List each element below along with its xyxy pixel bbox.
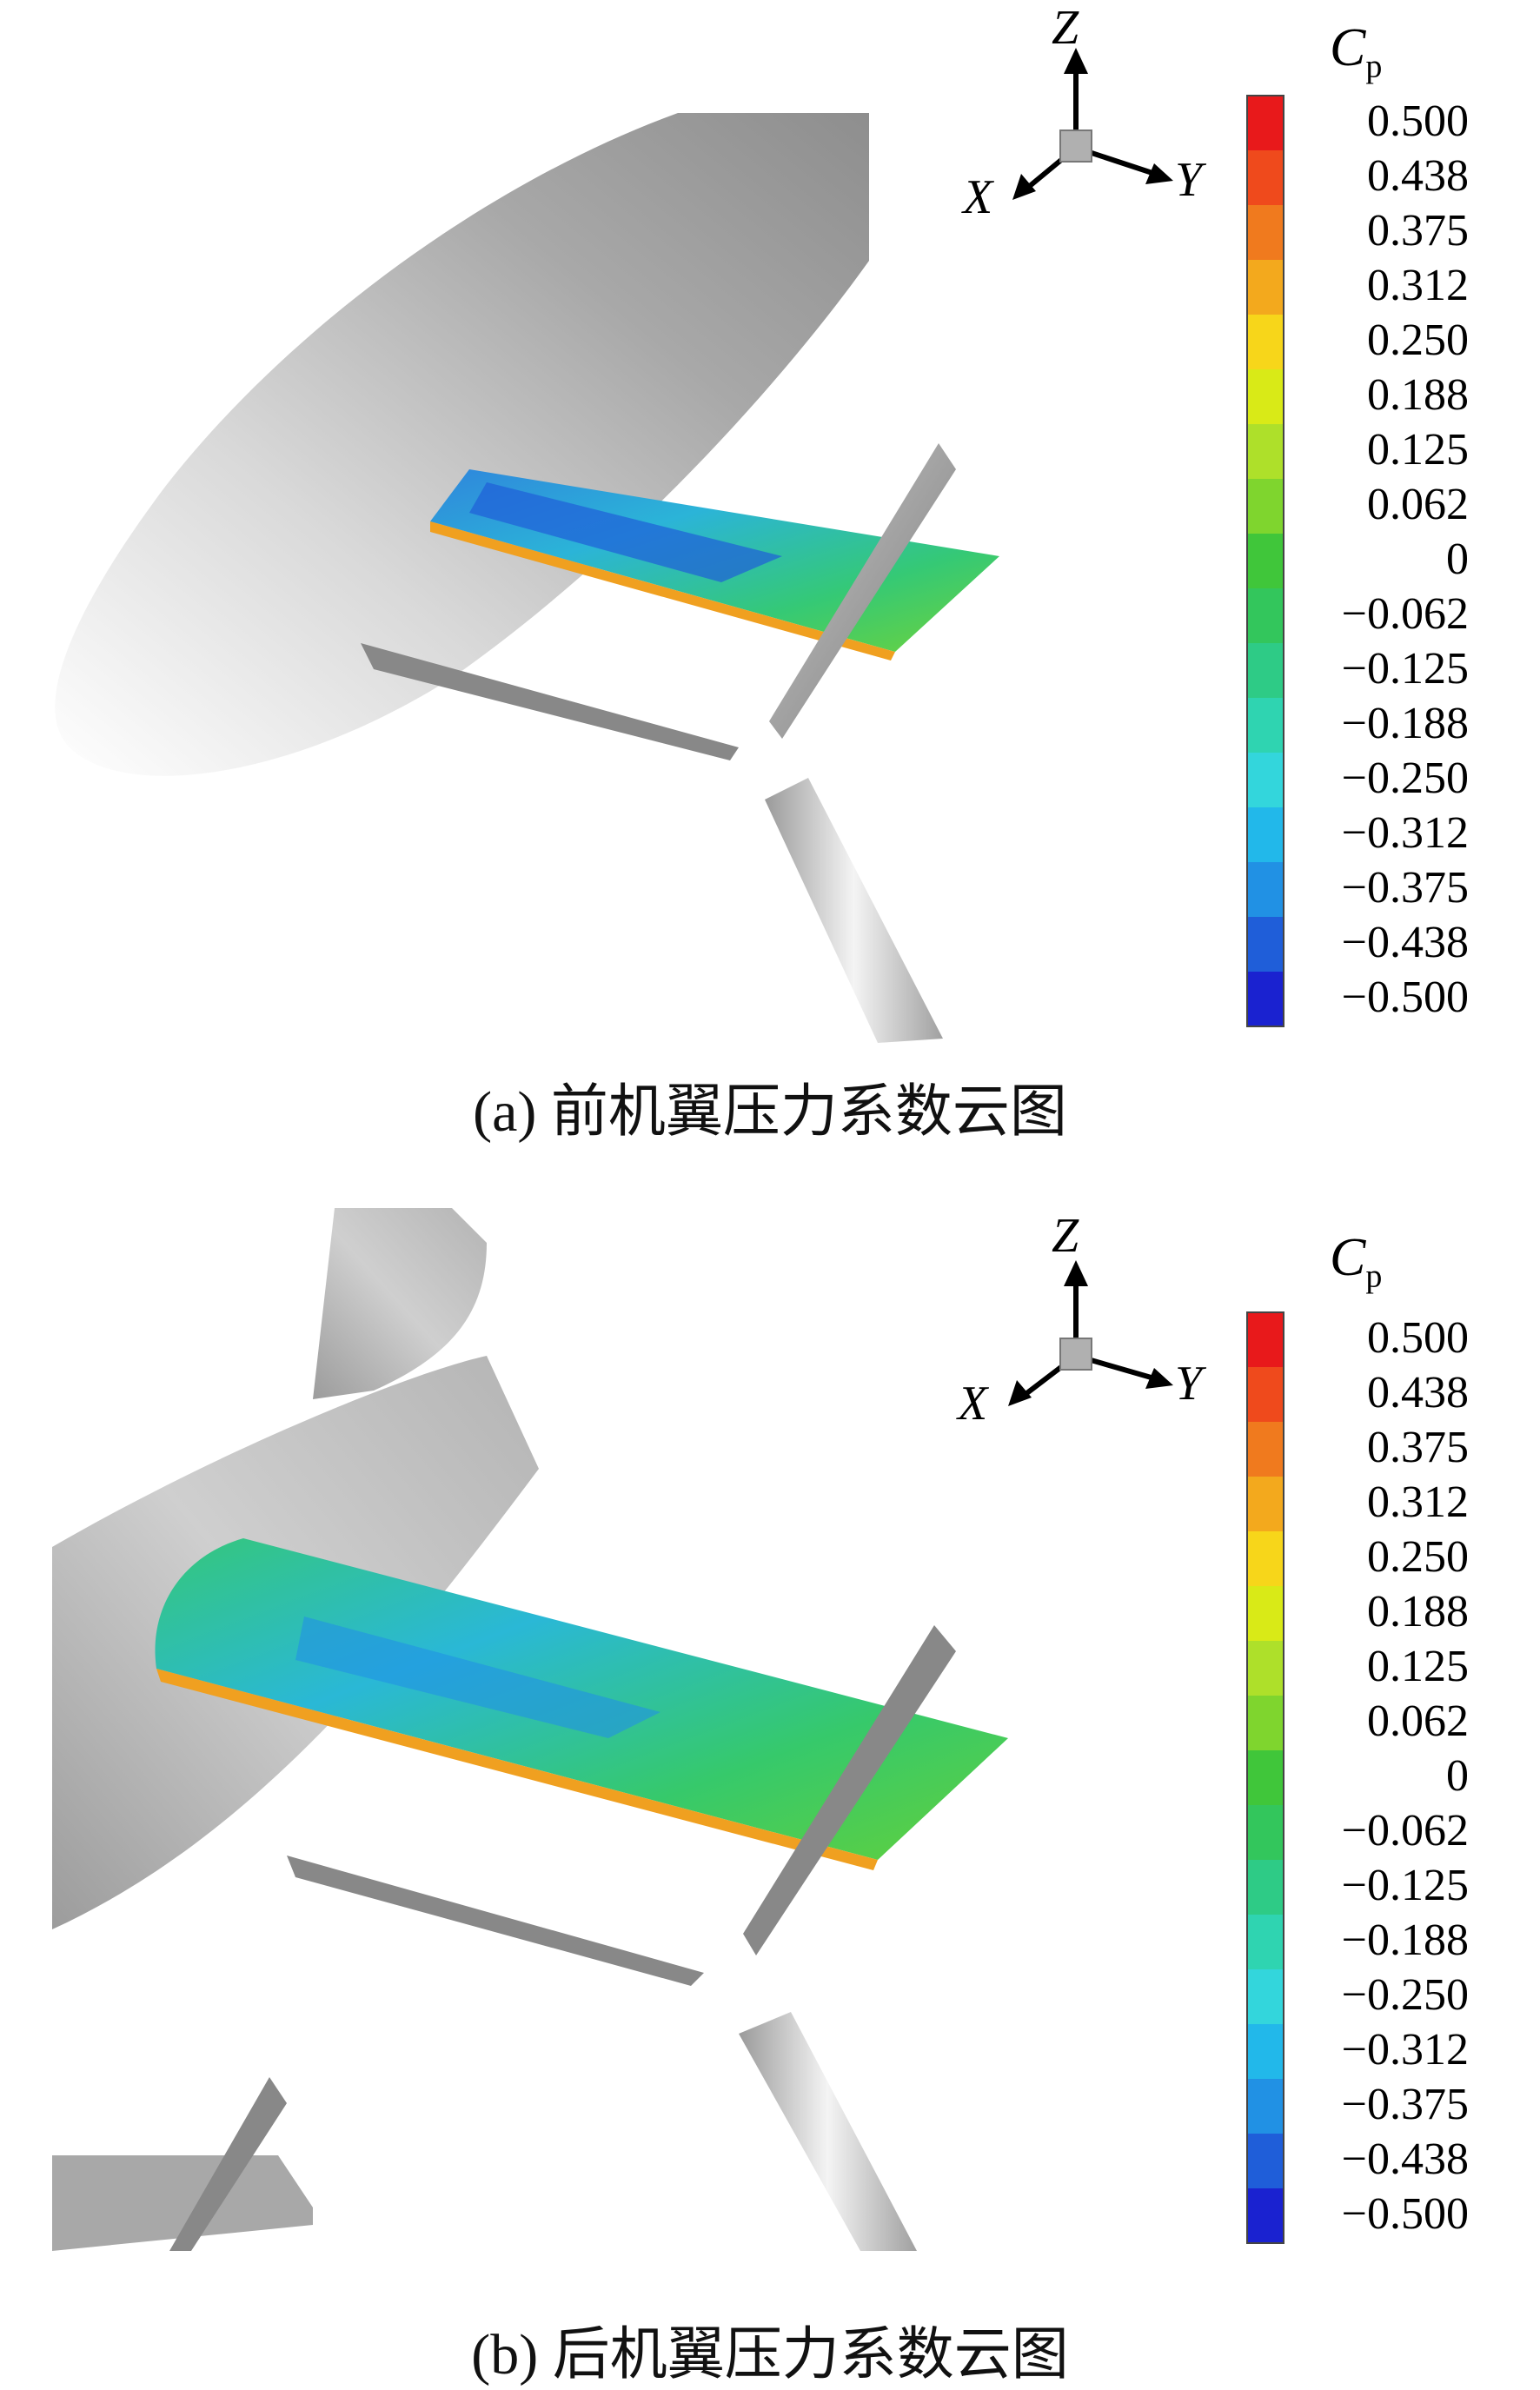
caption-b: (b) 后机翼压力系数云图: [471, 2323, 1069, 2387]
colorbar-tick-label: −0.125: [1341, 644, 1469, 694]
pressure-contour-scene-b: [52, 1208, 1008, 2251]
colorbar-tick-label: 0.125: [1367, 425, 1469, 475]
colorbar-tick-label: 0.438: [1367, 1368, 1469, 1417]
colorbar-tick-label: −0.312: [1341, 808, 1469, 858]
pressure-contour-scene-a: [55, 113, 999, 1043]
propeller-blade-upper-a: [769, 443, 956, 739]
colorbar-tick-label: 0.250: [1367, 1532, 1469, 1582]
caption-a: (a) 前机翼压力系数云图: [473, 1080, 1067, 1144]
wing-leading-edge: [430, 521, 895, 661]
colorbar-tick-label: 0.062: [1367, 480, 1469, 529]
propeller-blade-left-a: [361, 643, 739, 760]
fuselage-a: [55, 113, 870, 776]
propeller-blade-upper-b: [743, 1625, 956, 1955]
tail-fin-b: [313, 1208, 487, 1399]
colorbar-tick-label: 0.312: [1367, 261, 1469, 310]
colorbar-tick-label: −0.062: [1341, 1806, 1469, 1856]
colorbar-tick-label: 0.375: [1367, 206, 1469, 256]
axis-label-z-b: Z: [1052, 1209, 1079, 1263]
axis-label-x-b: X: [958, 1377, 988, 1431]
panel-b: Z X Y Cp (b) 后机翼压力系数云图 0.500 0.438 0.375 0.…: [0, 1208, 1540, 2389]
axis-label-z-a: Z: [1052, 1, 1079, 55]
colorbar-tick-label: 0.375: [1367, 1423, 1469, 1472]
colorbar-tick-label: −0.500: [1341, 973, 1469, 1022]
axis-label-x-a: X: [963, 170, 993, 224]
colorbar-tick-label: −0.500: [1341, 2189, 1469, 2239]
colorbar-tick-label: 0: [1446, 1751, 1469, 1801]
colorbar-tick-label: −0.375: [1341, 2080, 1469, 2129]
colorbar-tick-label: −0.188: [1341, 1915, 1469, 1965]
axis-label-y-b: Y: [1175, 1357, 1203, 1411]
axis-label-y-a: Y: [1175, 153, 1203, 207]
tail-blade-b: [169, 2077, 287, 2251]
colorbar-tick-label: −0.062: [1341, 589, 1469, 639]
colorbar-tick-label: 0.500: [1367, 96, 1469, 146]
colorbar-tick-label: −0.188: [1341, 699, 1469, 748]
colorbar-tick-label: 0.188: [1367, 1587, 1469, 1636]
wing-leading-edge-b: [156, 1669, 878, 1870]
colorbar-tick-label: −0.250: [1341, 754, 1469, 803]
colorbar-tick-label: 0.438: [1367, 151, 1469, 201]
wing-low-pressure-region-b: [295, 1617, 660, 1738]
wing-low-pressure-region: [469, 482, 782, 582]
propeller-blade-left-b: [287, 1856, 704, 1986]
colorbar-tick-label: 0.062: [1367, 1696, 1469, 1746]
colorbar-tick-label: −0.438: [1341, 2134, 1469, 2184]
support-rod-b: [739, 2012, 917, 2251]
colorbar-tick-label: 0.125: [1367, 1642, 1469, 1691]
colorbar-tick-label: 0.312: [1367, 1477, 1469, 1527]
colorbar-tick-label: −0.375: [1341, 863, 1469, 913]
colorbar-tick-label: −0.438: [1341, 918, 1469, 967]
colorbar-tick-label: 0.250: [1367, 315, 1469, 365]
colorbar-tick-label: 0.500: [1367, 1313, 1469, 1363]
colorbar-title-a: Cp: [1330, 18, 1383, 85]
colorbar-tick-label: 0: [1446, 534, 1469, 584]
support-rod-a: [765, 778, 943, 1043]
colorbar-tick-label: 0.188: [1367, 370, 1469, 420]
colorbar-tick-label: −0.312: [1341, 2025, 1469, 2075]
horizontal-tail-b: [52, 2155, 313, 2251]
colorbar-tick-label: −0.250: [1341, 1970, 1469, 2020]
colorbar-tick-label: −0.125: [1341, 1861, 1469, 1910]
colorbar-title-b: Cp: [1330, 1228, 1383, 1295]
